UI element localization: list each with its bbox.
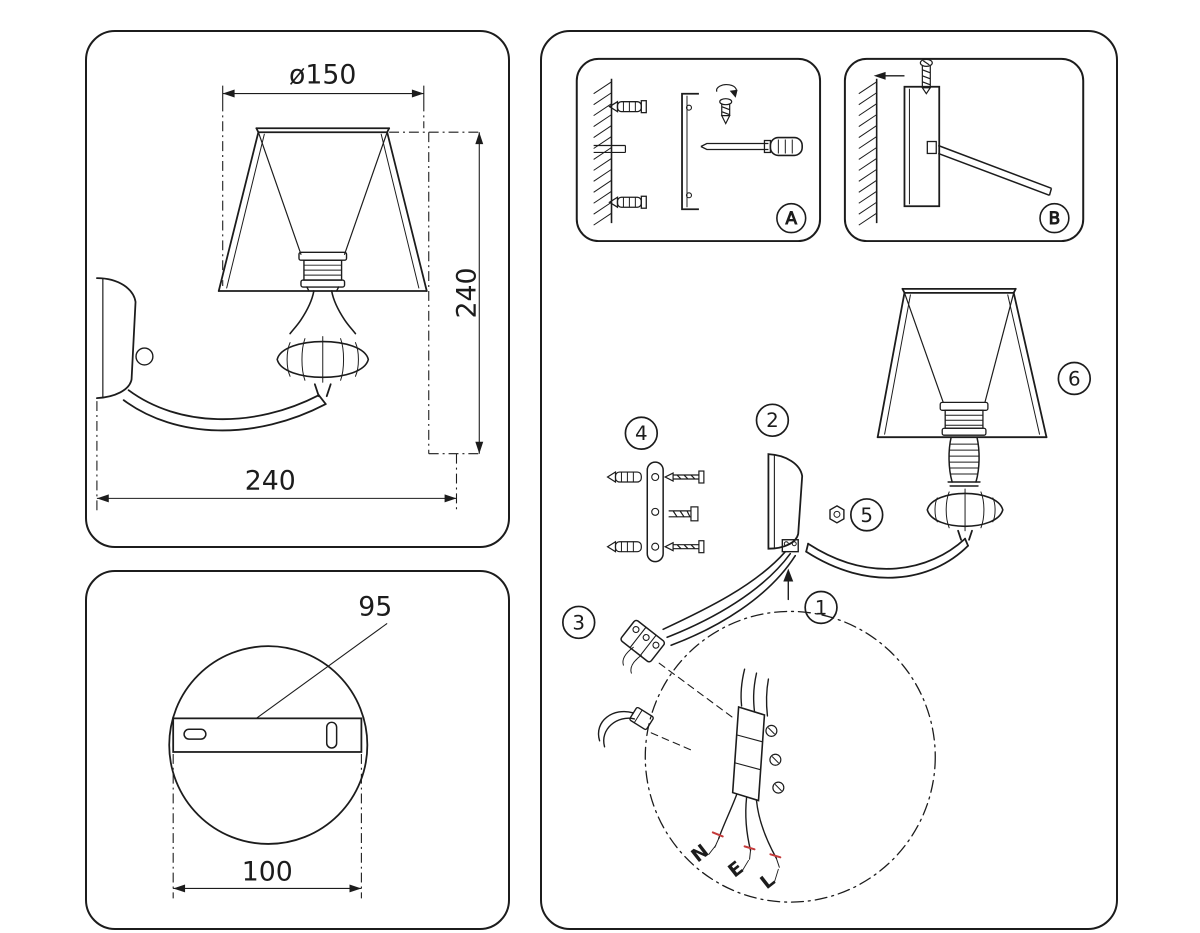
callouts bbox=[562, 361, 1092, 640]
dimension-lines bbox=[96, 85, 484, 511]
backplate-panel: 95 100 bbox=[85, 570, 510, 930]
sconce-side-view bbox=[96, 127, 428, 432]
arm bbox=[805, 537, 969, 579]
supply-wires bbox=[622, 550, 797, 674]
wall-plate bbox=[96, 277, 154, 400]
callout-1-label: 1 bbox=[815, 596, 828, 619]
stem bbox=[957, 529, 973, 541]
cable-clamp-block bbox=[781, 539, 799, 553]
mounting-slot-horizontal bbox=[183, 728, 207, 740]
dim-depth-label: 240 bbox=[245, 465, 296, 496]
callout-5-badge bbox=[850, 498, 884, 532]
bracket-bar bbox=[681, 92, 699, 211]
knob-ball bbox=[135, 347, 154, 366]
detail-circle bbox=[644, 610, 936, 903]
wire-label-leaders bbox=[708, 844, 779, 883]
dimension-lines bbox=[172, 622, 388, 899]
backplate-drawing bbox=[168, 645, 369, 845]
glass-ball bbox=[926, 488, 1004, 532]
stem bbox=[313, 383, 332, 398]
inset-b: B bbox=[843, 57, 1085, 243]
wall-hatch bbox=[593, 78, 627, 226]
callout-6-badge bbox=[1057, 361, 1092, 396]
screwdriver-icon bbox=[700, 136, 803, 157]
anchor-icon bbox=[606, 540, 642, 553]
callout-2-label: 2 bbox=[766, 409, 779, 432]
wall-plate-side bbox=[903, 85, 941, 208]
anchor-icon bbox=[608, 195, 647, 209]
screw-icon bbox=[919, 58, 933, 95]
leader-line bbox=[256, 622, 388, 719]
lamp-socket bbox=[939, 401, 989, 436]
up-arrow-icon bbox=[783, 568, 794, 601]
hardware-kit bbox=[606, 461, 705, 563]
glass-ball bbox=[276, 336, 370, 383]
assembly-drawing bbox=[597, 287, 1048, 903]
wall-hatch bbox=[858, 78, 878, 226]
lampshade-drawing bbox=[876, 287, 1048, 439]
arm-rod bbox=[937, 144, 1053, 196]
wire-e-label: E bbox=[724, 857, 748, 882]
installation-panel: A bbox=[540, 30, 1118, 930]
wire-strip-marks bbox=[711, 831, 782, 859]
lamp-socket bbox=[298, 251, 348, 292]
step-a-badge bbox=[776, 202, 807, 234]
plate-width-label: 100 bbox=[242, 857, 293, 888]
dim-diameter-label: ø150 bbox=[289, 60, 356, 91]
callout-2-badge bbox=[755, 403, 790, 438]
threaded-sleeve bbox=[947, 436, 981, 487]
lamp-neck bbox=[289, 290, 357, 335]
dimensions-panel: ø150 240 240 bbox=[85, 30, 510, 548]
bolt-icon bbox=[668, 506, 699, 522]
wire-l-label: L bbox=[756, 869, 779, 894]
bracket-plate bbox=[767, 453, 804, 553]
step-b-badge bbox=[1039, 202, 1070, 234]
anchor-icon bbox=[608, 100, 647, 114]
backplate-circle bbox=[168, 645, 369, 845]
callout-4-badge bbox=[624, 416, 659, 450]
arm bbox=[122, 389, 327, 432]
nut-icon bbox=[829, 505, 845, 524]
inset-a: A bbox=[575, 57, 822, 243]
outgoing-wires bbox=[714, 793, 780, 868]
mounting-bracket-bar bbox=[172, 717, 363, 753]
incoming-wires bbox=[740, 668, 770, 717]
hook-slot bbox=[926, 140, 937, 155]
inset-b-label: B bbox=[1049, 208, 1061, 228]
leader-dashed bbox=[650, 732, 694, 752]
dim-height-label: 240 bbox=[451, 267, 482, 318]
screw-icon bbox=[663, 470, 705, 484]
anchor-icon bbox=[606, 470, 642, 484]
wire-connector bbox=[620, 619, 666, 663]
cable-clamp bbox=[597, 706, 654, 748]
callout-5-label: 5 bbox=[860, 504, 873, 527]
callout-3-label: 3 bbox=[572, 611, 585, 634]
push-arrow-icon bbox=[873, 71, 905, 80]
screw-icon bbox=[663, 540, 705, 554]
callout-6-label: 6 bbox=[1068, 367, 1081, 390]
screw-icon bbox=[716, 84, 738, 125]
terminal-block bbox=[708, 668, 785, 883]
callout-4-label: 4 bbox=[635, 422, 648, 445]
callout-3-badge bbox=[562, 605, 596, 640]
lampshade-drawing bbox=[217, 127, 428, 292]
inset-a-label: A bbox=[785, 208, 797, 228]
slot-distance-label: 95 bbox=[358, 592, 392, 623]
callout-1-badge bbox=[804, 590, 838, 625]
mounting-slot-vertical bbox=[325, 721, 338, 749]
leader-dashed bbox=[658, 662, 736, 720]
